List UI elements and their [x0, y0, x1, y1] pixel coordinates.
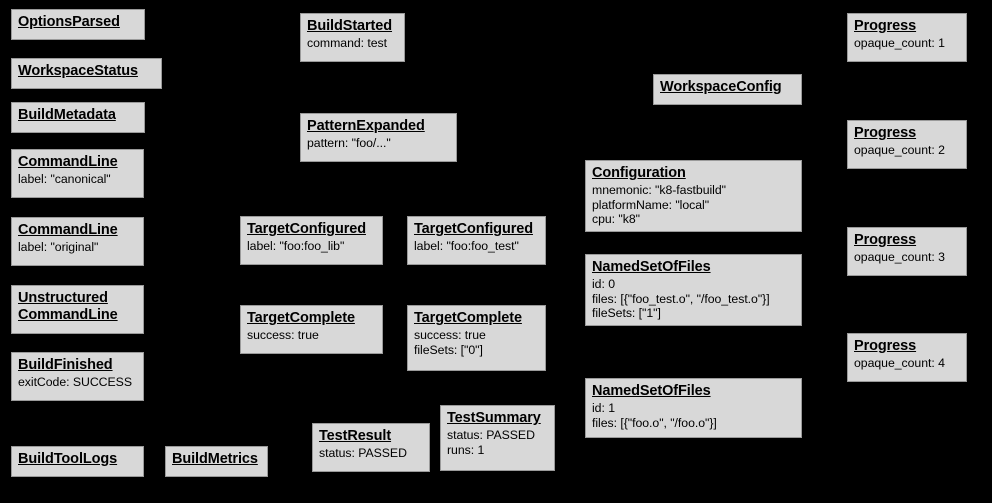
node-title: CommandLine: [18, 222, 118, 238]
node-target-complete-lib[interactable]: TargetComplete success: true: [240, 305, 383, 354]
node-field: cpu: "k8": [592, 212, 640, 227]
node-title: NamedSetOfFiles: [592, 383, 711, 399]
node-title: WorkspaceConfig: [660, 79, 782, 95]
node-title: TestResult: [319, 428, 392, 444]
node-title: BuildToolLogs: [18, 451, 118, 467]
node-field: status: PASSED: [319, 446, 407, 461]
node-field: status: PASSED: [447, 428, 535, 443]
node-fields: label: "foo:foo_test": [414, 239, 539, 254]
node-title: Progress: [854, 232, 917, 248]
node-fields: mnemonic: "k8-fastbuild"platformName: "l…: [592, 183, 795, 227]
node-workspace-config[interactable]: WorkspaceConfig: [653, 74, 802, 105]
node-field: id: 0: [592, 277, 615, 292]
node-title: TargetComplete: [247, 310, 355, 326]
node-field: files: [{"foo.o", "/foo.o"}]: [592, 415, 717, 430]
node-configuration[interactable]: Configuration mnemonic: "k8-fastbuild"pla…: [585, 160, 802, 232]
node-field: platformName: "local": [592, 197, 710, 212]
node-fields: command: test: [307, 36, 398, 51]
node-field: opaque_count: 2: [854, 143, 945, 158]
node-command-line-canonical[interactable]: CommandLine label: "canonical": [11, 149, 144, 198]
node-title: NamedSetOfFiles: [592, 259, 711, 275]
node-field: label: "foo:foo_test": [414, 239, 519, 254]
node-fields: opaque_count: 2: [854, 143, 960, 158]
node-target-configured-test[interactable]: TargetConfigured label: "foo:foo_test": [407, 216, 546, 265]
node-fields: opaque_count: 1: [854, 36, 960, 51]
node-field: mnemonic: "k8-fastbuild": [592, 183, 726, 198]
node-title: BuildFinished: [18, 357, 113, 373]
node-field: success: true: [414, 328, 486, 343]
node-field: id: 1: [592, 401, 615, 416]
node-title: TargetConfigured: [247, 221, 366, 237]
node-title: PatternExpanded: [307, 118, 425, 134]
node-field: success: true: [247, 328, 319, 343]
node-title: Unstructured CommandLine: [18, 290, 118, 324]
node-title: OptionsParsed: [18, 14, 120, 30]
node-pattern-expanded[interactable]: PatternExpanded pattern: "foo/...": [300, 113, 457, 162]
node-field: pattern: "foo/...": [307, 136, 391, 151]
node-build-finished[interactable]: BuildFinished exitCode: SUCCESS: [11, 352, 144, 401]
node-title: CommandLine: [18, 154, 118, 170]
node-build-metadata[interactable]: BuildMetadata: [11, 102, 145, 133]
node-build-tool-logs[interactable]: BuildToolLogs: [11, 446, 144, 477]
node-build-started[interactable]: BuildStarted command: test: [300, 13, 405, 62]
node-progress-2[interactable]: Progress opaque_count: 2: [847, 120, 967, 169]
node-field: exitCode: SUCCESS: [18, 375, 132, 390]
node-fields: status: PASSED: [319, 446, 423, 461]
node-field: fileSets: ["0"]: [414, 342, 483, 357]
node-title: TargetComplete: [414, 310, 522, 326]
node-title: BuildMetadata: [18, 107, 116, 123]
node-title: BuildStarted: [307, 18, 393, 34]
node-field: label: "canonical": [18, 172, 111, 187]
node-title: Progress: [854, 338, 917, 354]
node-test-result[interactable]: TestResult status: PASSED: [312, 423, 430, 472]
node-progress-4[interactable]: Progress opaque_count: 4: [847, 333, 967, 382]
node-fields: label: "original": [18, 240, 137, 255]
node-progress-3[interactable]: Progress opaque_count: 3: [847, 227, 967, 276]
node-title: Progress: [854, 18, 917, 34]
node-target-configured-lib[interactable]: TargetConfigured label: "foo:foo_lib": [240, 216, 383, 265]
node-fields: label: "canonical": [18, 172, 137, 187]
node-fields: success: true: [247, 328, 376, 343]
node-unstructured-command-line[interactable]: Unstructured CommandLine: [11, 285, 144, 334]
node-field: label: "original": [18, 240, 99, 255]
node-field: label: "foo:foo_lib": [247, 239, 345, 254]
node-fields: pattern: "foo/...": [307, 136, 450, 151]
node-options-parsed[interactable]: OptionsParsed: [11, 9, 145, 40]
node-command-line-original[interactable]: CommandLine label: "original": [11, 217, 144, 266]
node-workspace-status[interactable]: WorkspaceStatus: [11, 58, 162, 89]
node-title: WorkspaceStatus: [18, 63, 138, 79]
node-title: TestSummary: [447, 410, 541, 426]
node-field: fileSets: ["1"]: [592, 306, 661, 321]
node-fields: label: "foo:foo_lib": [247, 239, 376, 254]
node-fields: exitCode: SUCCESS: [18, 375, 137, 390]
node-title: BuildMetrics: [172, 451, 258, 467]
node-progress-1[interactable]: Progress opaque_count: 1: [847, 13, 967, 62]
node-fields: opaque_count: 3: [854, 250, 960, 265]
node-title: TargetConfigured: [414, 221, 533, 237]
node-field: opaque_count: 4: [854, 356, 945, 371]
node-build-metrics[interactable]: BuildMetrics: [165, 446, 268, 477]
node-field: files: [{"foo_test.o", "/foo_test.o"}]: [592, 291, 770, 306]
node-field: runs: 1: [447, 442, 485, 457]
node-field: opaque_count: 1: [854, 36, 945, 51]
node-title: Progress: [854, 125, 917, 141]
node-field: command: test: [307, 36, 387, 51]
node-fields: opaque_count: 4: [854, 356, 960, 371]
node-field: opaque_count: 3: [854, 250, 945, 265]
node-title: Configuration: [592, 165, 686, 181]
